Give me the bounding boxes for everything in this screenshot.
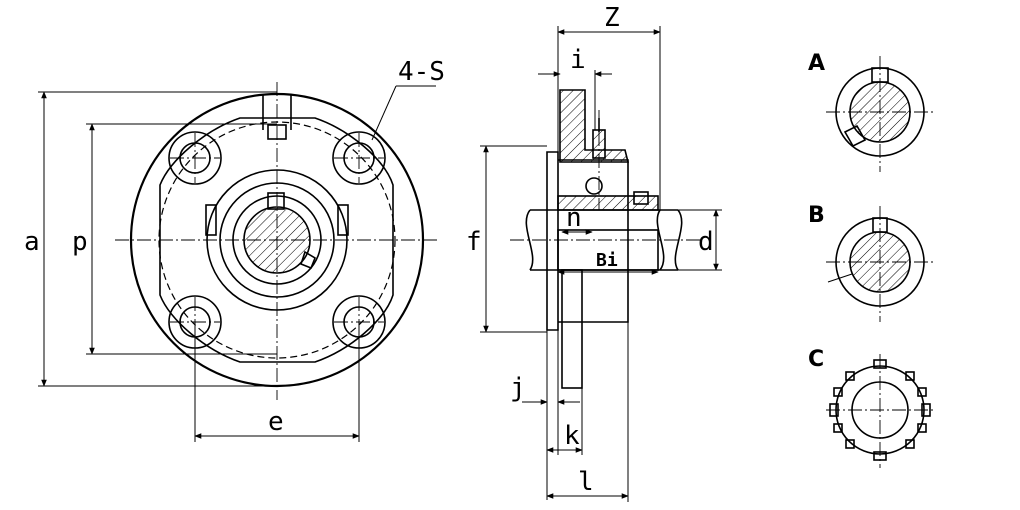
dim-a-label: a <box>24 227 40 257</box>
side-view: Z i f n Bi d j k l <box>466 3 722 502</box>
spigot <box>561 269 583 389</box>
variant-b: B <box>808 203 936 322</box>
dim-j-label: j <box>510 373 526 403</box>
variant-c: C <box>808 347 936 468</box>
dim-i-label: i <box>570 45 586 75</box>
dim-p-label: p <box>72 227 88 257</box>
dim-z-label: Z <box>604 3 620 33</box>
shaft-break-left <box>525 209 534 271</box>
flange-plate <box>546 151 559 331</box>
front-view: a p e 4-S <box>24 57 445 442</box>
housing-body <box>558 159 629 323</box>
variant-a: A <box>808 51 936 172</box>
dim-d-label: d <box>698 227 714 257</box>
dim-k-label: k <box>564 421 580 451</box>
dim-l-label: l <box>578 467 594 497</box>
dim-4s-label: 4-S <box>398 57 445 87</box>
dim-f-label: f <box>466 227 482 257</box>
ball <box>585 177 603 195</box>
housing-top-section <box>559 89 630 163</box>
bolt-lug-tl <box>168 131 222 185</box>
dim-e-label: e <box>268 407 284 437</box>
variant-b-label: B <box>808 203 825 228</box>
variant-c-label: C <box>808 347 824 372</box>
shaft-break-right <box>674 209 683 271</box>
dim-bi-label: Bi <box>596 250 618 271</box>
variant-a-label: A <box>808 51 825 76</box>
dim-n-label: n <box>566 203 582 233</box>
bolt-lug-tr <box>332 131 386 185</box>
